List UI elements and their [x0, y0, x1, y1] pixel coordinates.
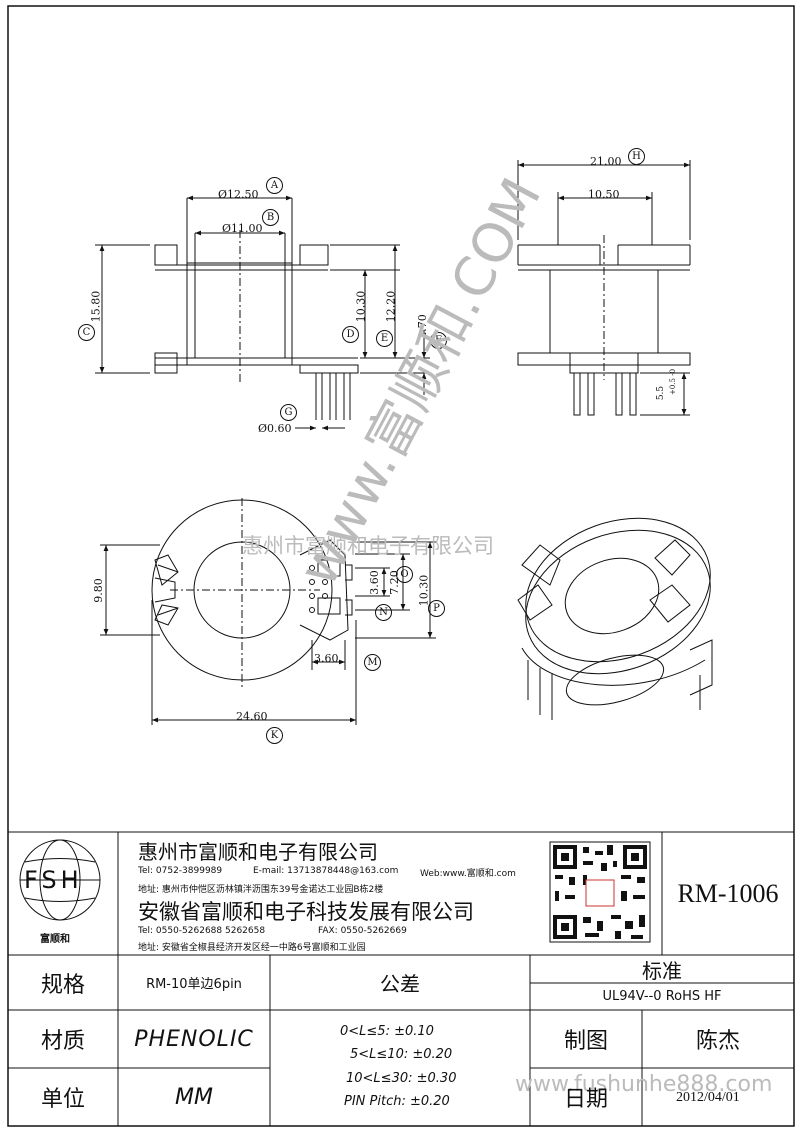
label-p: P — [428, 600, 445, 617]
dim-p-text: 10.30 — [417, 574, 431, 607]
dim-h-text: 21.00 — [590, 155, 622, 168]
side-view — [517, 160, 691, 416]
label-n: N — [375, 604, 392, 621]
label-a: A — [266, 177, 283, 194]
company1-address: 地址: 惠州市仲恺区沥林镇泮沥围东39号金诺达工业园B栋2楼 — [138, 885, 384, 895]
company-name-2: 安徽省富顺和电子科技发展有限公司 — [138, 900, 474, 924]
dim-b-text: Ø11.00 — [222, 222, 263, 235]
tolerance-label: 公差 — [380, 972, 420, 996]
dim-side-text: 9.80 — [91, 578, 105, 603]
isometric-view — [517, 517, 713, 720]
tolerance-1: 0<L≤5: ±0.10 — [340, 1024, 434, 1039]
label-h: H — [628, 148, 645, 165]
dim-o-text: 3.60 — [367, 570, 381, 595]
dim-k-text: 24.60 — [236, 710, 268, 723]
dim-i-text: 10.50 — [588, 188, 620, 201]
label-b: B — [262, 209, 279, 226]
label-e: E — [376, 330, 393, 347]
company1-tel: Tel: 0752-3899989 — [138, 866, 223, 876]
label-o: O — [396, 566, 413, 583]
dim-pin-tol-text: +0.5 -0 — [669, 368, 678, 396]
label-g: G — [280, 404, 297, 421]
tolerance-4: PIN Pitch: ±0.20 — [344, 1094, 450, 1109]
dim-m-text: 3.60 — [314, 652, 339, 665]
front-view — [95, 195, 430, 431]
company2-address: 地址: 安徽省全椒县经济开发区经一中路6号富顺和工业园 — [138, 943, 366, 953]
unit-value: MM — [175, 1084, 213, 1110]
dim-g-text: Ø0.60 — [258, 422, 292, 435]
unit-label: 单位 — [40, 1087, 85, 1112]
bottom-view — [100, 498, 436, 725]
material-value: PHENOLIC — [134, 1026, 254, 1052]
dim-pin-len-text: 5.5 — [656, 385, 667, 401]
date-value: 2012/04/01 — [676, 1090, 740, 1105]
qr-modules — [553, 845, 647, 939]
dim-d-text: 10.30 — [354, 290, 368, 323]
dim-c-text: 15.80 — [89, 290, 103, 323]
date-label: 日期 — [563, 1087, 608, 1112]
drawn-label: 制图 — [563, 1029, 608, 1054]
label-d: D — [342, 326, 359, 343]
standard-value: UL94V--0 RoHS HF — [602, 989, 722, 1004]
tolerance-3: 10<L≤30: ±0.30 — [346, 1071, 457, 1086]
dim-e-text: 12.20 — [384, 290, 398, 323]
part-number: RM-1006 — [677, 878, 779, 908]
label-c: C — [78, 324, 95, 341]
label-f: F — [430, 332, 447, 349]
label-m: M — [364, 654, 381, 671]
logo-caption: 富顺和 — [40, 934, 70, 945]
logo-text: FSH — [24, 866, 83, 894]
company2-tel: Tel: 0550-5262688 5262658 — [138, 926, 266, 936]
sheet-border — [7, 5, 795, 1127]
tolerance-2: 5<L≤10: ±0.20 — [350, 1047, 453, 1062]
spec-label: 规格 — [40, 972, 85, 998]
company1-email: E-mail: 13713878448@163.com — [253, 866, 399, 876]
drawn-value: 陈杰 — [695, 1029, 740, 1054]
dim-a-text: Ø12.50 — [218, 188, 259, 201]
material-label: 材质 — [40, 1029, 85, 1054]
dim-f-text: 2.70 — [415, 314, 429, 339]
standard-label: 标准 — [642, 958, 682, 983]
label-k: K — [266, 727, 283, 744]
company2-fax: FAX: 0550-5262669 — [318, 926, 407, 936]
spec-value: RM-10单边6pin — [146, 977, 242, 992]
company-name-1: 惠州市富顺和电子有限公司 — [138, 840, 378, 864]
company1-web: Web:www.富顺和.com — [420, 869, 516, 879]
